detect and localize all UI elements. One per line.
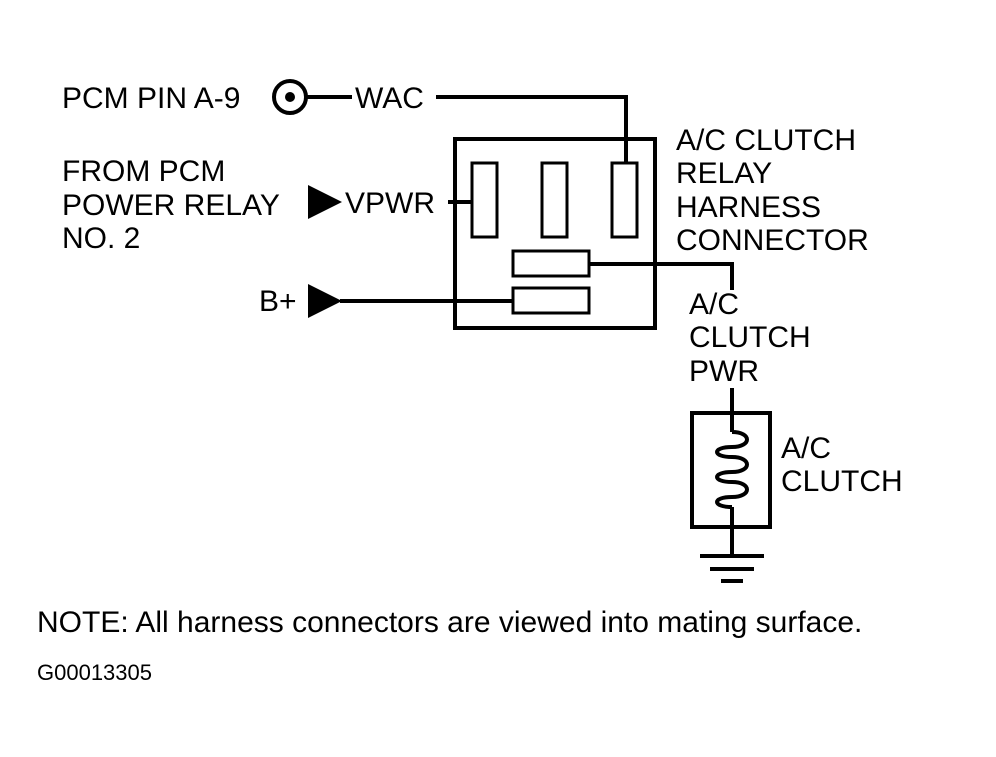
from-pcm-label-line3: NO. 2 [62,222,140,255]
diagram-note: NOTE: All harness connectors are viewed … [37,606,862,639]
wac-wire-right [436,95,628,163]
from-pcm-label-line2: POWER RELAY [62,189,280,222]
clutch-pwr-label-line3: PWR [689,355,759,388]
clutch-pwr-label-line1: A/C [689,288,739,321]
clutch-coil-icon [715,430,749,509]
relay-terminal-4 [511,249,591,278]
vpwr-arrow-icon [308,185,342,219]
clutch-label-line1: A/C [781,432,831,465]
vpwr-label: VPWR [345,187,435,220]
clutch-pwr-label-line2: CLUTCH [689,321,811,354]
from-pcm-label-line1: FROM PCM [62,155,225,188]
relay-terminal-1 [470,161,499,239]
ground-icon [700,554,764,583]
wac-label: WAC [355,82,424,115]
relay-connector-body [453,137,657,330]
relay-label-line3: HARNESS [676,191,821,224]
clutch-label-line2: CLUTCH [781,465,903,498]
relay-label-line2: RELAY [676,157,772,190]
pcm-pin-label: PCM PIN A-9 [62,82,240,115]
relay-terminal-2 [540,161,569,239]
relay-label-line4: CONNECTOR [676,224,869,257]
relay-terminal-5 [511,286,591,315]
relay-label-line1: A/C CLUTCH [676,124,856,157]
b-plus-arrow-icon [308,284,342,318]
pcm-pin-terminal-icon [272,79,308,115]
clutch-pwr-wire-top [589,262,734,290]
figure-id: G00013305 [37,660,152,685]
b-plus-label: B+ [259,285,297,318]
relay-terminal-3 [610,161,639,239]
